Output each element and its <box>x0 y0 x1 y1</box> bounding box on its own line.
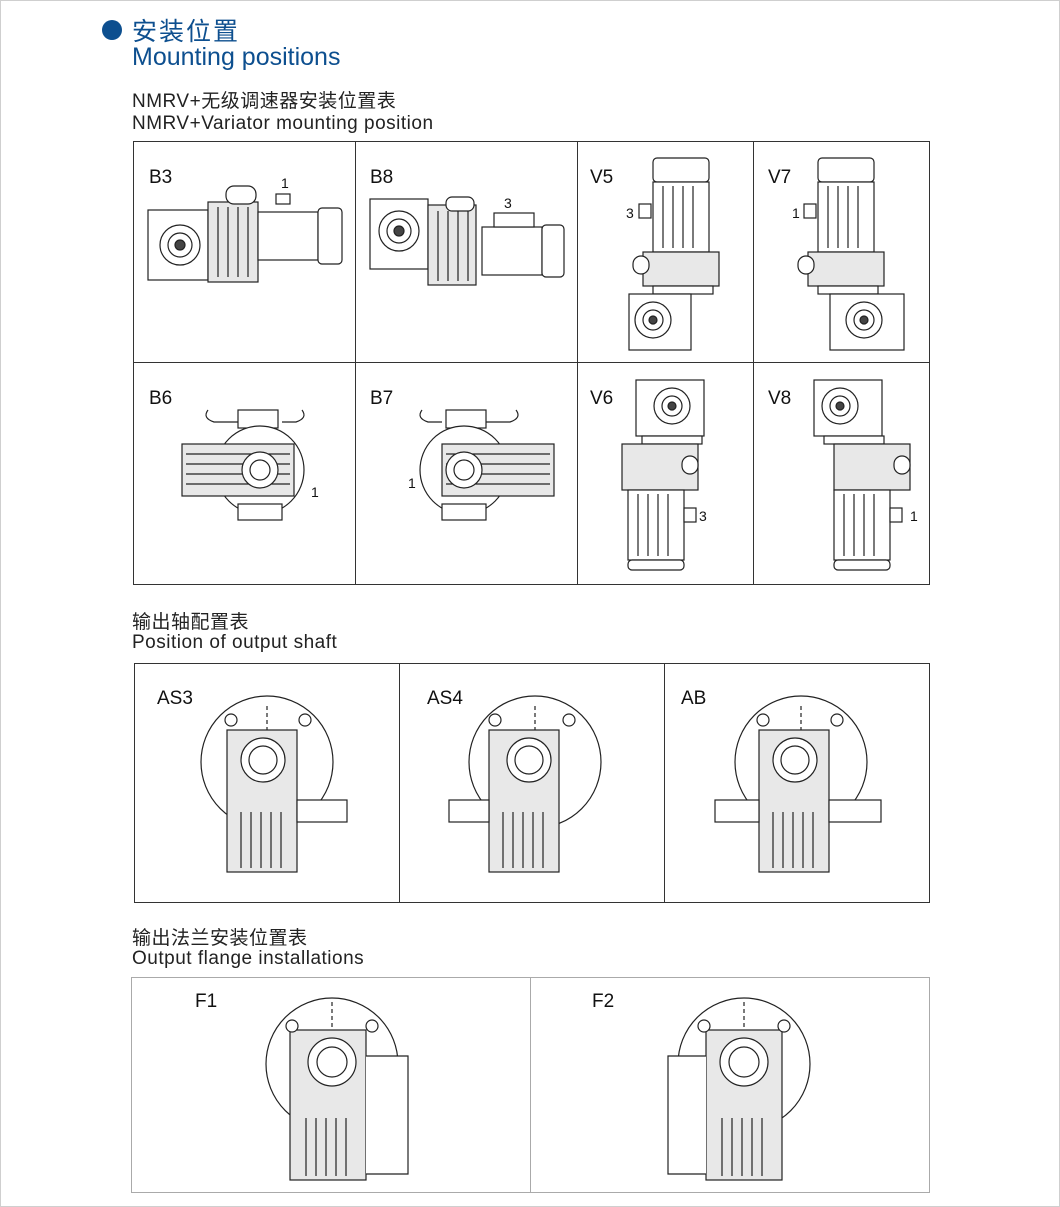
gearbox-b8-drawing <box>369 196 565 286</box>
callout-v5: 3 <box>626 205 634 221</box>
gearbox-b6-drawing <box>181 409 305 521</box>
gearbox-b7-drawing <box>419 409 555 521</box>
mount-label-b7: B7 <box>370 388 394 409</box>
bullet-dot-icon <box>102 20 122 40</box>
mount-label-b8: B8 <box>370 167 394 188</box>
gearbox-f1-drawing <box>265 997 409 1181</box>
gearbox-v7-drawing <box>797 157 905 351</box>
gearbox-v6-drawing <box>621 379 705 571</box>
mount-label-b3: B3 <box>149 167 173 188</box>
mount-label-v5: V5 <box>590 167 614 188</box>
callout-b8: 3 <box>504 195 512 211</box>
flange-subtitle-cn: 输出法兰安装位置表 <box>132 928 308 949</box>
gearbox-v8-drawing <box>813 379 911 571</box>
callout-b3: 1 <box>281 175 289 191</box>
shaft-subtitle-cn: 输出轴配置表 <box>132 612 250 633</box>
callout-b6: 1 <box>311 484 319 500</box>
callout-b7: 1 <box>408 475 416 491</box>
callout-v8: 1 <box>910 508 918 524</box>
gearbox-f2-drawing <box>667 997 811 1181</box>
mounting-table: B3 1 B8 3 V5 3 V7 1 <box>133 141 930 585</box>
flange-subtitle-en: Output flange installations <box>132 948 365 969</box>
mount-label-v6: V6 <box>590 388 614 409</box>
shaft-label-ab: AB <box>681 688 707 709</box>
gearbox-as3-drawing <box>200 695 348 873</box>
gearbox-b3-drawing <box>147 185 343 283</box>
mounting-subtitle-en: NMRV+Variator mounting position <box>132 113 434 134</box>
section-title-en: Mounting positions <box>132 43 341 71</box>
mount-label-v8: V8 <box>768 388 792 409</box>
flange-table: F1 F2 <box>131 977 930 1193</box>
gearbox-ab-drawing <box>714 695 882 873</box>
mounting-subtitle-cn: NMRV+无级调速器安装位置表 <box>132 91 397 112</box>
shaft-subtitle-en: Position of output shaft <box>132 632 338 653</box>
gearbox-as4-drawing <box>448 695 602 873</box>
callout-v7: 1 <box>792 205 800 221</box>
shaft-table: AS3 AS4 AB <box>134 663 930 903</box>
gearbox-v5-drawing <box>628 157 720 351</box>
mount-label-b6: B6 <box>149 388 173 409</box>
callout-v6: 3 <box>699 508 707 524</box>
flange-label-f2: F2 <box>592 991 615 1012</box>
shaft-label-as3: AS3 <box>157 688 193 709</box>
shaft-label-as4: AS4 <box>427 688 463 709</box>
mount-label-v7: V7 <box>768 167 792 188</box>
section-title-cn: 安装位置 <box>132 18 241 46</box>
flange-label-f1: F1 <box>195 991 218 1012</box>
